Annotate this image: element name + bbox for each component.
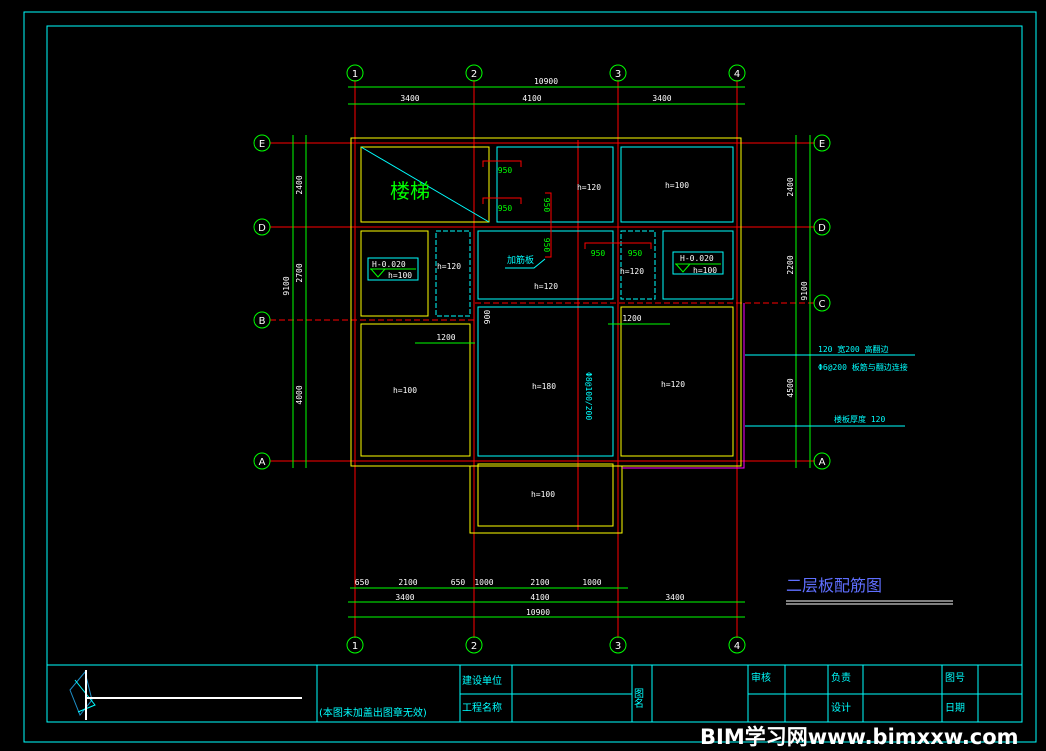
- dim-bottom-sub: 650: [451, 578, 466, 587]
- title-block: [47, 664, 1022, 722]
- slab-thickness: h=120: [577, 183, 601, 192]
- axis-label-E-right: E: [819, 139, 825, 150]
- dim-internal: 1200: [436, 333, 455, 342]
- responsible-label: 负责: [831, 671, 851, 684]
- disclaimer: (本图未加盖出图章无效): [319, 706, 427, 719]
- dim-bottom-total: 10900: [526, 608, 550, 617]
- stairs-label: 楼梯: [390, 179, 430, 203]
- rebar-length: 950: [498, 166, 513, 175]
- dimension-lines: [292, 86, 811, 618]
- slab-thickness: h=120: [534, 282, 558, 291]
- svg-text:H-0.020: H-0.020: [680, 254, 714, 263]
- level-mark-right: H-0.020 h=100: [672, 251, 724, 275]
- dim-right-span: 2400: [786, 177, 795, 196]
- dim-bottom-sub: 2100: [398, 578, 417, 587]
- slab-thickness: h=100: [665, 181, 689, 190]
- dim-left-span: 4000: [295, 385, 304, 404]
- axis-label-3-bottom: 3: [615, 641, 621, 652]
- watermark: BIM学习网www.bimxxw.com: [700, 725, 1019, 749]
- drawing-title: 二层板配筋图: [786, 576, 882, 595]
- axis-label-2: 2: [471, 69, 477, 80]
- inner-border: [46, 25, 1023, 723]
- rebar-marks: [482, 160, 652, 258]
- reinforced-slab-label: 加筋板: [507, 254, 534, 266]
- axis-label-2-bottom: 2: [471, 641, 477, 652]
- dim-internal: 900: [483, 310, 492, 325]
- note-flange: 120 宽200 高翻边: [818, 344, 889, 354]
- svg-text:h=100: h=100: [693, 266, 717, 275]
- axis-label-C-right: C: [819, 299, 826, 310]
- dim-left-total: 9100: [282, 276, 291, 295]
- axis-label-4-bottom: 4: [734, 641, 740, 652]
- rebar-length: 950: [498, 204, 513, 213]
- axis-label-D: D: [258, 223, 266, 234]
- dim-top-total: 10900: [534, 77, 558, 86]
- slab-thickness: h=120: [661, 380, 685, 389]
- leader-line: [505, 258, 546, 269]
- dim-internal: 1200: [622, 314, 641, 323]
- svg-text:H-0.020: H-0.020: [372, 260, 406, 269]
- note-rebar: Φ6@200 板筋与翻边连接: [818, 362, 908, 372]
- axis-label-3: 3: [615, 69, 621, 80]
- axis-label-D-right: D: [818, 223, 826, 234]
- date-label: 日期: [945, 702, 965, 714]
- dim-top-span: 3400: [652, 94, 671, 103]
- design-label: 设计: [831, 701, 851, 714]
- build-unit-label: 建设单位: [462, 674, 502, 687]
- axis-label-1: 1: [352, 69, 358, 80]
- level-mark-left: H-0.020 h=100: [367, 257, 419, 281]
- drawing-no-label: 图号: [945, 672, 965, 684]
- review-label: 审核: [751, 671, 771, 684]
- axis-label-4: 4: [734, 69, 740, 80]
- slab-thickness: h=100: [531, 490, 555, 499]
- grid-lines: [270, 80, 815, 638]
- dim-bottom-sub: 650: [355, 578, 370, 587]
- axis-label-A-right: A: [819, 457, 826, 468]
- slab-thickness: h=120: [620, 267, 644, 276]
- dim-bottom-sub: 1000: [582, 578, 601, 587]
- axis-label-1-bottom: 1: [352, 641, 358, 652]
- rebar-length: 950: [591, 249, 606, 258]
- slab-thickness: h=100: [393, 386, 417, 395]
- axis-bubbles: [253, 64, 831, 654]
- outer-border: [23, 11, 1037, 743]
- dim-right-total: 9100: [800, 281, 809, 300]
- project-name-label: 工程名称: [462, 701, 502, 714]
- slab-thickness: h=180: [532, 382, 556, 391]
- dim-right-span: 2200: [786, 255, 795, 274]
- slab-thickness: h=120: [437, 262, 461, 271]
- dim-bottom-sub: 2100: [530, 578, 549, 587]
- axis-label-A: A: [259, 457, 266, 468]
- drawing-name-label: 图名: [632, 688, 644, 709]
- walls: [350, 137, 742, 534]
- rebar-length: 950: [628, 249, 643, 258]
- dim-bottom-span: 3400: [665, 593, 684, 602]
- svg-text:h=100: h=100: [388, 271, 412, 280]
- logo: [69, 670, 302, 720]
- dim-top-span: 3400: [400, 94, 419, 103]
- rebar-spec: Φ8@100/200: [584, 372, 593, 420]
- axis-label-B: B: [259, 316, 266, 327]
- dim-bottom-span: 3400: [395, 593, 414, 602]
- slab-panels: [360, 146, 745, 527]
- dim-bottom-span: 4100: [530, 593, 549, 602]
- note-slab-thickness: 楼板厚度 120: [834, 414, 885, 424]
- dim-bottom-sub: 1000: [474, 578, 493, 587]
- rebar-length: 950: [542, 198, 551, 213]
- axis-label-E: E: [259, 139, 265, 150]
- dim-top-span: 4100: [522, 94, 541, 103]
- rebar-length: 950: [542, 238, 551, 253]
- dim-right-span: 4500: [786, 378, 795, 397]
- dim-left-span: 2700: [295, 263, 304, 282]
- dim-left-span: 2400: [295, 175, 304, 194]
